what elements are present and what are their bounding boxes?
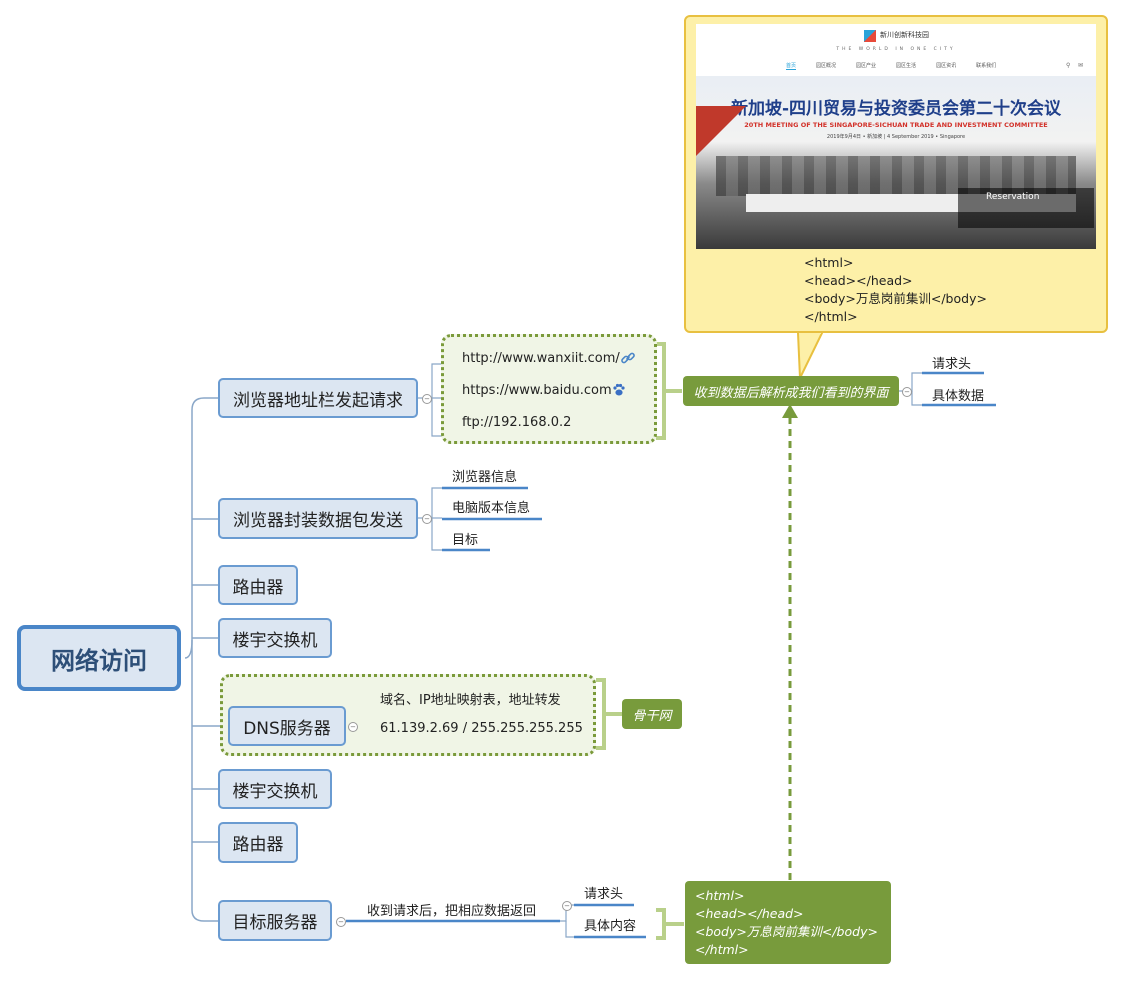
website-screenshot: 新川创新科技园 THE WORLD IN ONE CITY 首页 园区概况 园区…: [696, 24, 1096, 249]
branch-switch-2[interactable]: 楼宇交换机: [218, 769, 332, 809]
collapse-toggle[interactable]: −: [348, 722, 358, 732]
website-hero-photo: 新加坡-四川贸易与投资委员会第二十次会议 20TH MEETING OF THE…: [696, 76, 1096, 249]
packet-item-browser-info[interactable]: 浏览器信息: [452, 470, 518, 485]
site-logo-text: 新川创新科技园: [880, 31, 929, 39]
branch-router-2[interactable]: 路由器: [218, 822, 298, 863]
dns-item-ip[interactable]: 61.139.2.69 / 255.255.255.255: [380, 721, 583, 736]
packet-item-pc-version[interactable]: 电脑版本信息: [452, 501, 531, 516]
parse-summary[interactable]: 收到数据后解析成我们看到的界面: [683, 376, 899, 406]
dns-summary-backbone[interactable]: 骨干网: [622, 699, 682, 729]
code-line: </html>: [804, 309, 858, 324]
note-code-block: <html> <head></head> <body>万息岗前集训</body>…: [804, 254, 987, 326]
search-icon[interactable]: ⚲: [1066, 62, 1071, 69]
hero-date: 2019年9月4日 • 新加坡 | 4 September 2019 • Sin…: [826, 134, 966, 140]
site-nav-item[interactable]: 园区概况: [816, 63, 837, 69]
branch-browser-request[interactable]: 浏览器地址栏发起请求: [218, 378, 418, 418]
site-nav: 首页 园区概况 园区产业 园区生活 园区资讯 联系我们: [786, 62, 996, 70]
packet-item-target[interactable]: 目标: [452, 533, 479, 548]
hero-headline: 新加坡-四川贸易与投资委员会第二十次会议: [730, 99, 1062, 119]
url-wanxiit[interactable]: http://www.wanxiit.com/: [462, 351, 620, 366]
site-nav-item[interactable]: 园区资讯: [936, 63, 957, 69]
site-logo-icon: [864, 30, 876, 42]
collapse-toggle[interactable]: −: [422, 514, 432, 524]
parse-child-data[interactable]: 具体数据: [932, 389, 985, 404]
reservation-overlay[interactable]: Reservation: [958, 188, 1094, 228]
site-nav-item[interactable]: 联系我们: [976, 63, 997, 69]
server-child-request-header[interactable]: 请求头: [584, 887, 624, 902]
url-ftp[interactable]: ftp://192.168.0.2: [462, 415, 572, 430]
code-line: </html>: [695, 942, 749, 957]
branch-dns-server[interactable]: DNS服务器: [228, 706, 346, 746]
code-line: <head></head>: [695, 906, 804, 921]
website-header: 新川创新科技园 THE WORLD IN ONE CITY 首页 园区概况 园区…: [696, 24, 1096, 76]
paw-icon: [613, 383, 625, 396]
code-line: <html>: [804, 255, 854, 270]
code-line: <head></head>: [804, 273, 913, 288]
branch-router-1[interactable]: 路由器: [218, 565, 298, 605]
reservation-label: Reservation: [986, 192, 1040, 202]
parse-child-request-header[interactable]: 请求头: [932, 357, 972, 372]
collapse-toggle[interactable]: −: [422, 394, 432, 404]
collapse-toggle[interactable]: −: [562, 901, 572, 911]
decor-shape: [696, 106, 746, 156]
branch-browser-packet[interactable]: 浏览器封装数据包发送: [218, 498, 418, 539]
link-icon: [621, 352, 635, 364]
branch-target-server[interactable]: 目标服务器: [218, 900, 332, 941]
url-baidu[interactable]: https://www.baidu.com: [462, 383, 612, 398]
site-nav-item[interactable]: 园区生活: [896, 63, 917, 69]
dns-item-mapping[interactable]: 域名、IP地址映射表，地址转发: [380, 693, 561, 708]
collapse-toggle[interactable]: −: [902, 387, 912, 397]
code-line: <body>万息岗前集训</body>: [804, 291, 987, 306]
chat-icon[interactable]: ✉: [1078, 62, 1084, 69]
root-node[interactable]: 网络访问: [17, 625, 181, 691]
hero-headline-en: 20TH MEETING OF THE SINGAPORE-SICHUAN TR…: [744, 121, 1048, 129]
site-tagline: THE WORLD IN ONE CITY: [836, 47, 956, 52]
collapse-toggle[interactable]: −: [336, 917, 346, 927]
site-nav-item[interactable]: 首页: [786, 63, 797, 70]
site-nav-item[interactable]: 园区产业: [856, 63, 877, 69]
server-child-content[interactable]: 具体内容: [584, 919, 637, 934]
branch-switch-1[interactable]: 楼宇交换机: [218, 618, 332, 658]
code-line: <html>: [695, 888, 745, 903]
code-line: <body>万息岗前集训</body>: [695, 924, 878, 939]
server-response-code[interactable]: <html> <head></head> <body>万息岗前集训</body>…: [685, 881, 891, 964]
server-edge-label: 收到请求后，把相应数据返回: [367, 904, 537, 919]
url-group-box: [441, 334, 657, 444]
